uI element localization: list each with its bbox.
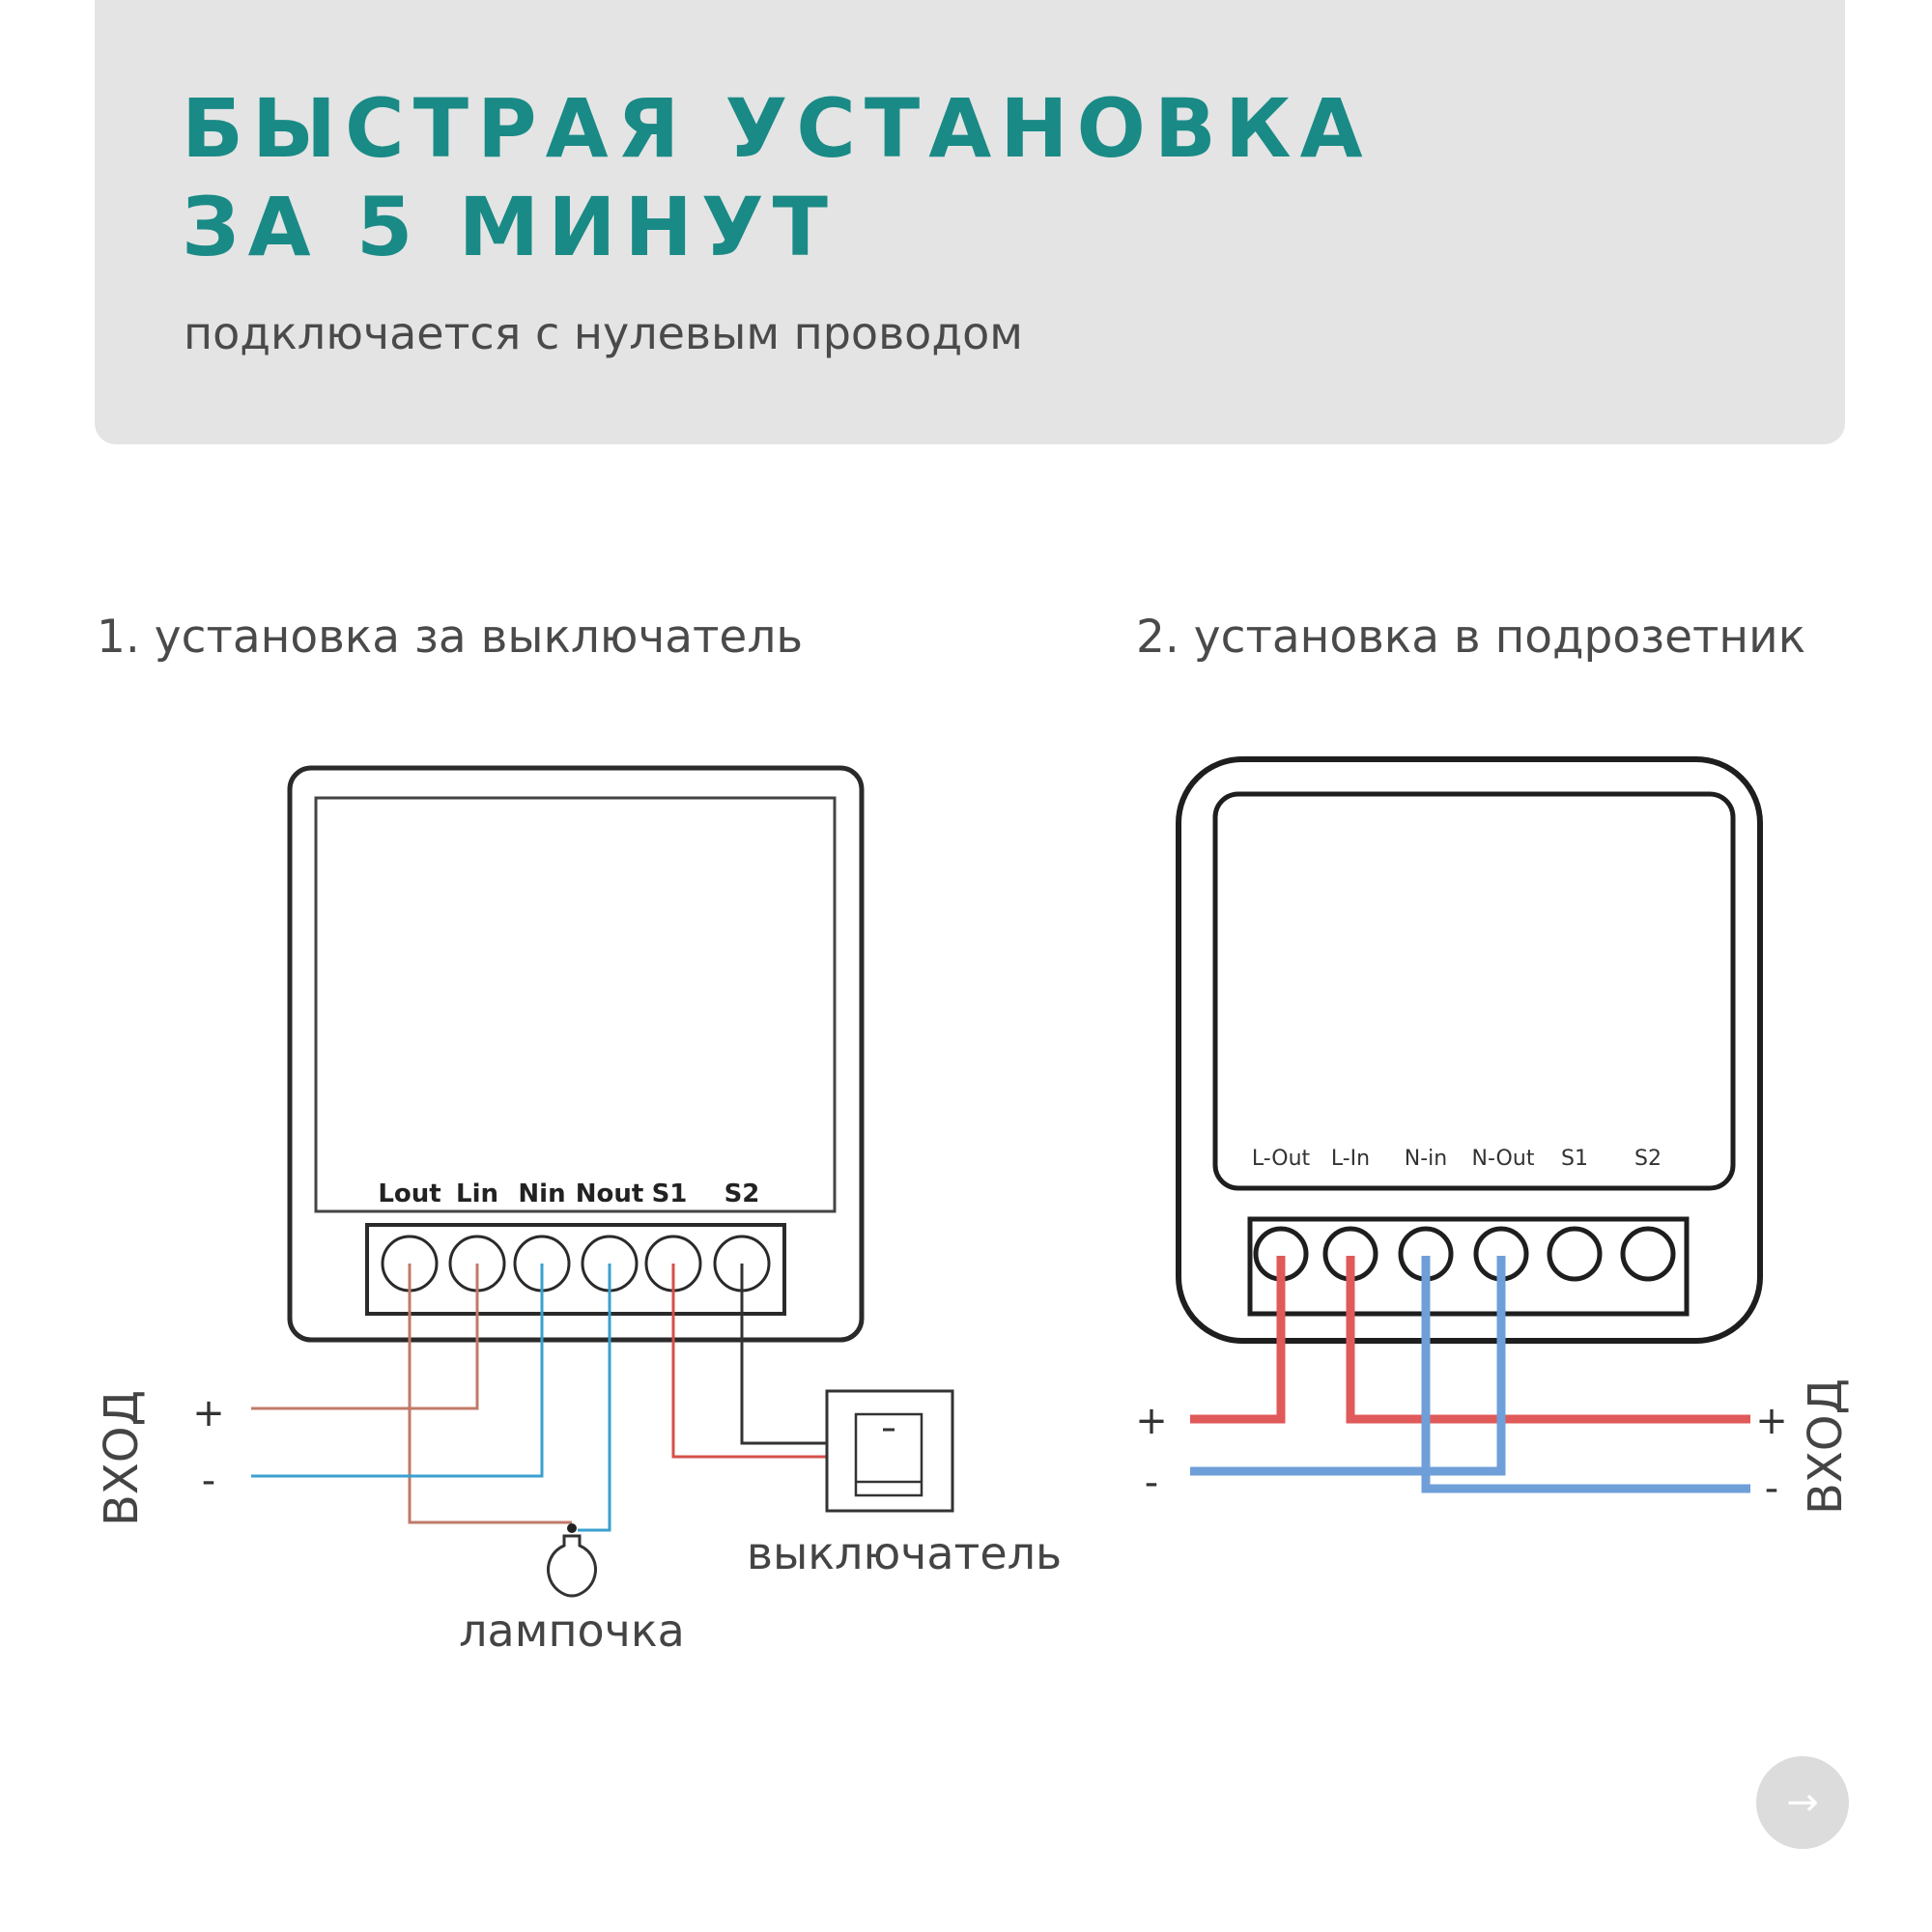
terminal-label-nout: Nout [576,1179,644,1208]
screw-s1-2 [1547,1226,1603,1282]
terminal-label-n-in: N-in [1405,1147,1447,1171]
lamp-label: лампочка [459,1605,685,1657]
arrow-right-icon: → [1786,1780,1819,1825]
minus-label-1: - [202,1459,215,1503]
wire-lamp-live [408,1264,572,1524]
plus-label-2-right: + [1755,1399,1788,1443]
header-card [95,0,1845,444]
wire-neutral-left [1190,1256,1506,1476]
terminal-label-l-in: L-In [1331,1147,1370,1171]
page-subtitle: подключается с нулевым проводом [184,307,1023,359]
terminal-label-s1-2: S1 [1561,1147,1588,1171]
minus-label-2-left: - [1145,1461,1158,1505]
wires-2 [1190,1256,1750,1493]
bulb-icon [547,1523,597,1598]
next-button[interactable]: → [1756,1756,1849,1849]
plus-label-2-left: + [1135,1399,1168,1443]
terminal-label-s1: S1 [652,1179,688,1208]
diagram-1-title: 1. установка за выключатель [97,611,804,664]
page-title: БЫСТРАЯ УСТАНОВКА ЗА 5 МИНУТ [182,79,1631,276]
relay-face-2 [1212,791,1736,1191]
wire-switch-s2 [740,1264,826,1445]
terminal-label-s2: S2 [724,1179,760,1208]
terminal-label-l-out: L-Out [1252,1147,1311,1171]
relay-body-1 [287,765,865,1343]
terminal-labels-1: Lout Lin Nin Nout S1 S2 [378,1179,759,1208]
wire-live-in [251,1264,479,1410]
terminal-block-2 [1247,1216,1690,1317]
wire-neutral-right [1421,1256,1750,1493]
switch-label: выключатель [747,1527,1062,1579]
wires-1 [251,1264,826,1532]
input-label-1: ВХОД [95,1390,149,1526]
wire-switch-s1 [671,1264,826,1459]
terminal-label-s2-2: S2 [1634,1147,1662,1171]
wire-live-left [1190,1256,1286,1424]
title-line-1: БЫСТРАЯ УСТАНОВКА [182,81,1372,176]
terminal-label-n-out: N-Out [1472,1147,1535,1171]
relay-face-1 [314,796,837,1213]
diagram-2: L-Out L-In N-in N-Out S1 S2 + - + - ВХОД [1135,756,1853,1515]
terminal-label-lout: Lout [378,1179,440,1208]
light-switch-icon [825,1389,954,1513]
terminal-label-nin: Nin [518,1179,565,1208]
terminal-label-lin: Lin [456,1179,498,1208]
terminal-labels-2: L-Out L-In N-in N-Out S1 S2 [1252,1147,1662,1171]
diagram-1: Lout Lin Nin Nout S1 S2 ВХОД + [95,765,1062,1657]
input-label-2: ВХОД [1799,1378,1853,1515]
plus-label-1: + [192,1391,225,1435]
title-line-2: ЗА 5 МИНУТ [182,180,837,274]
wire-lamp-neutral [578,1264,611,1532]
terminal-screws-2 [1253,1226,1676,1282]
wire-neutral-in [251,1264,544,1478]
screw-s2-2 [1620,1226,1676,1282]
diagram-2-title: 2. установка в подрозетник [1136,611,1806,664]
wire-live-right [1346,1256,1750,1424]
minus-label-2-right: - [1765,1466,1778,1511]
